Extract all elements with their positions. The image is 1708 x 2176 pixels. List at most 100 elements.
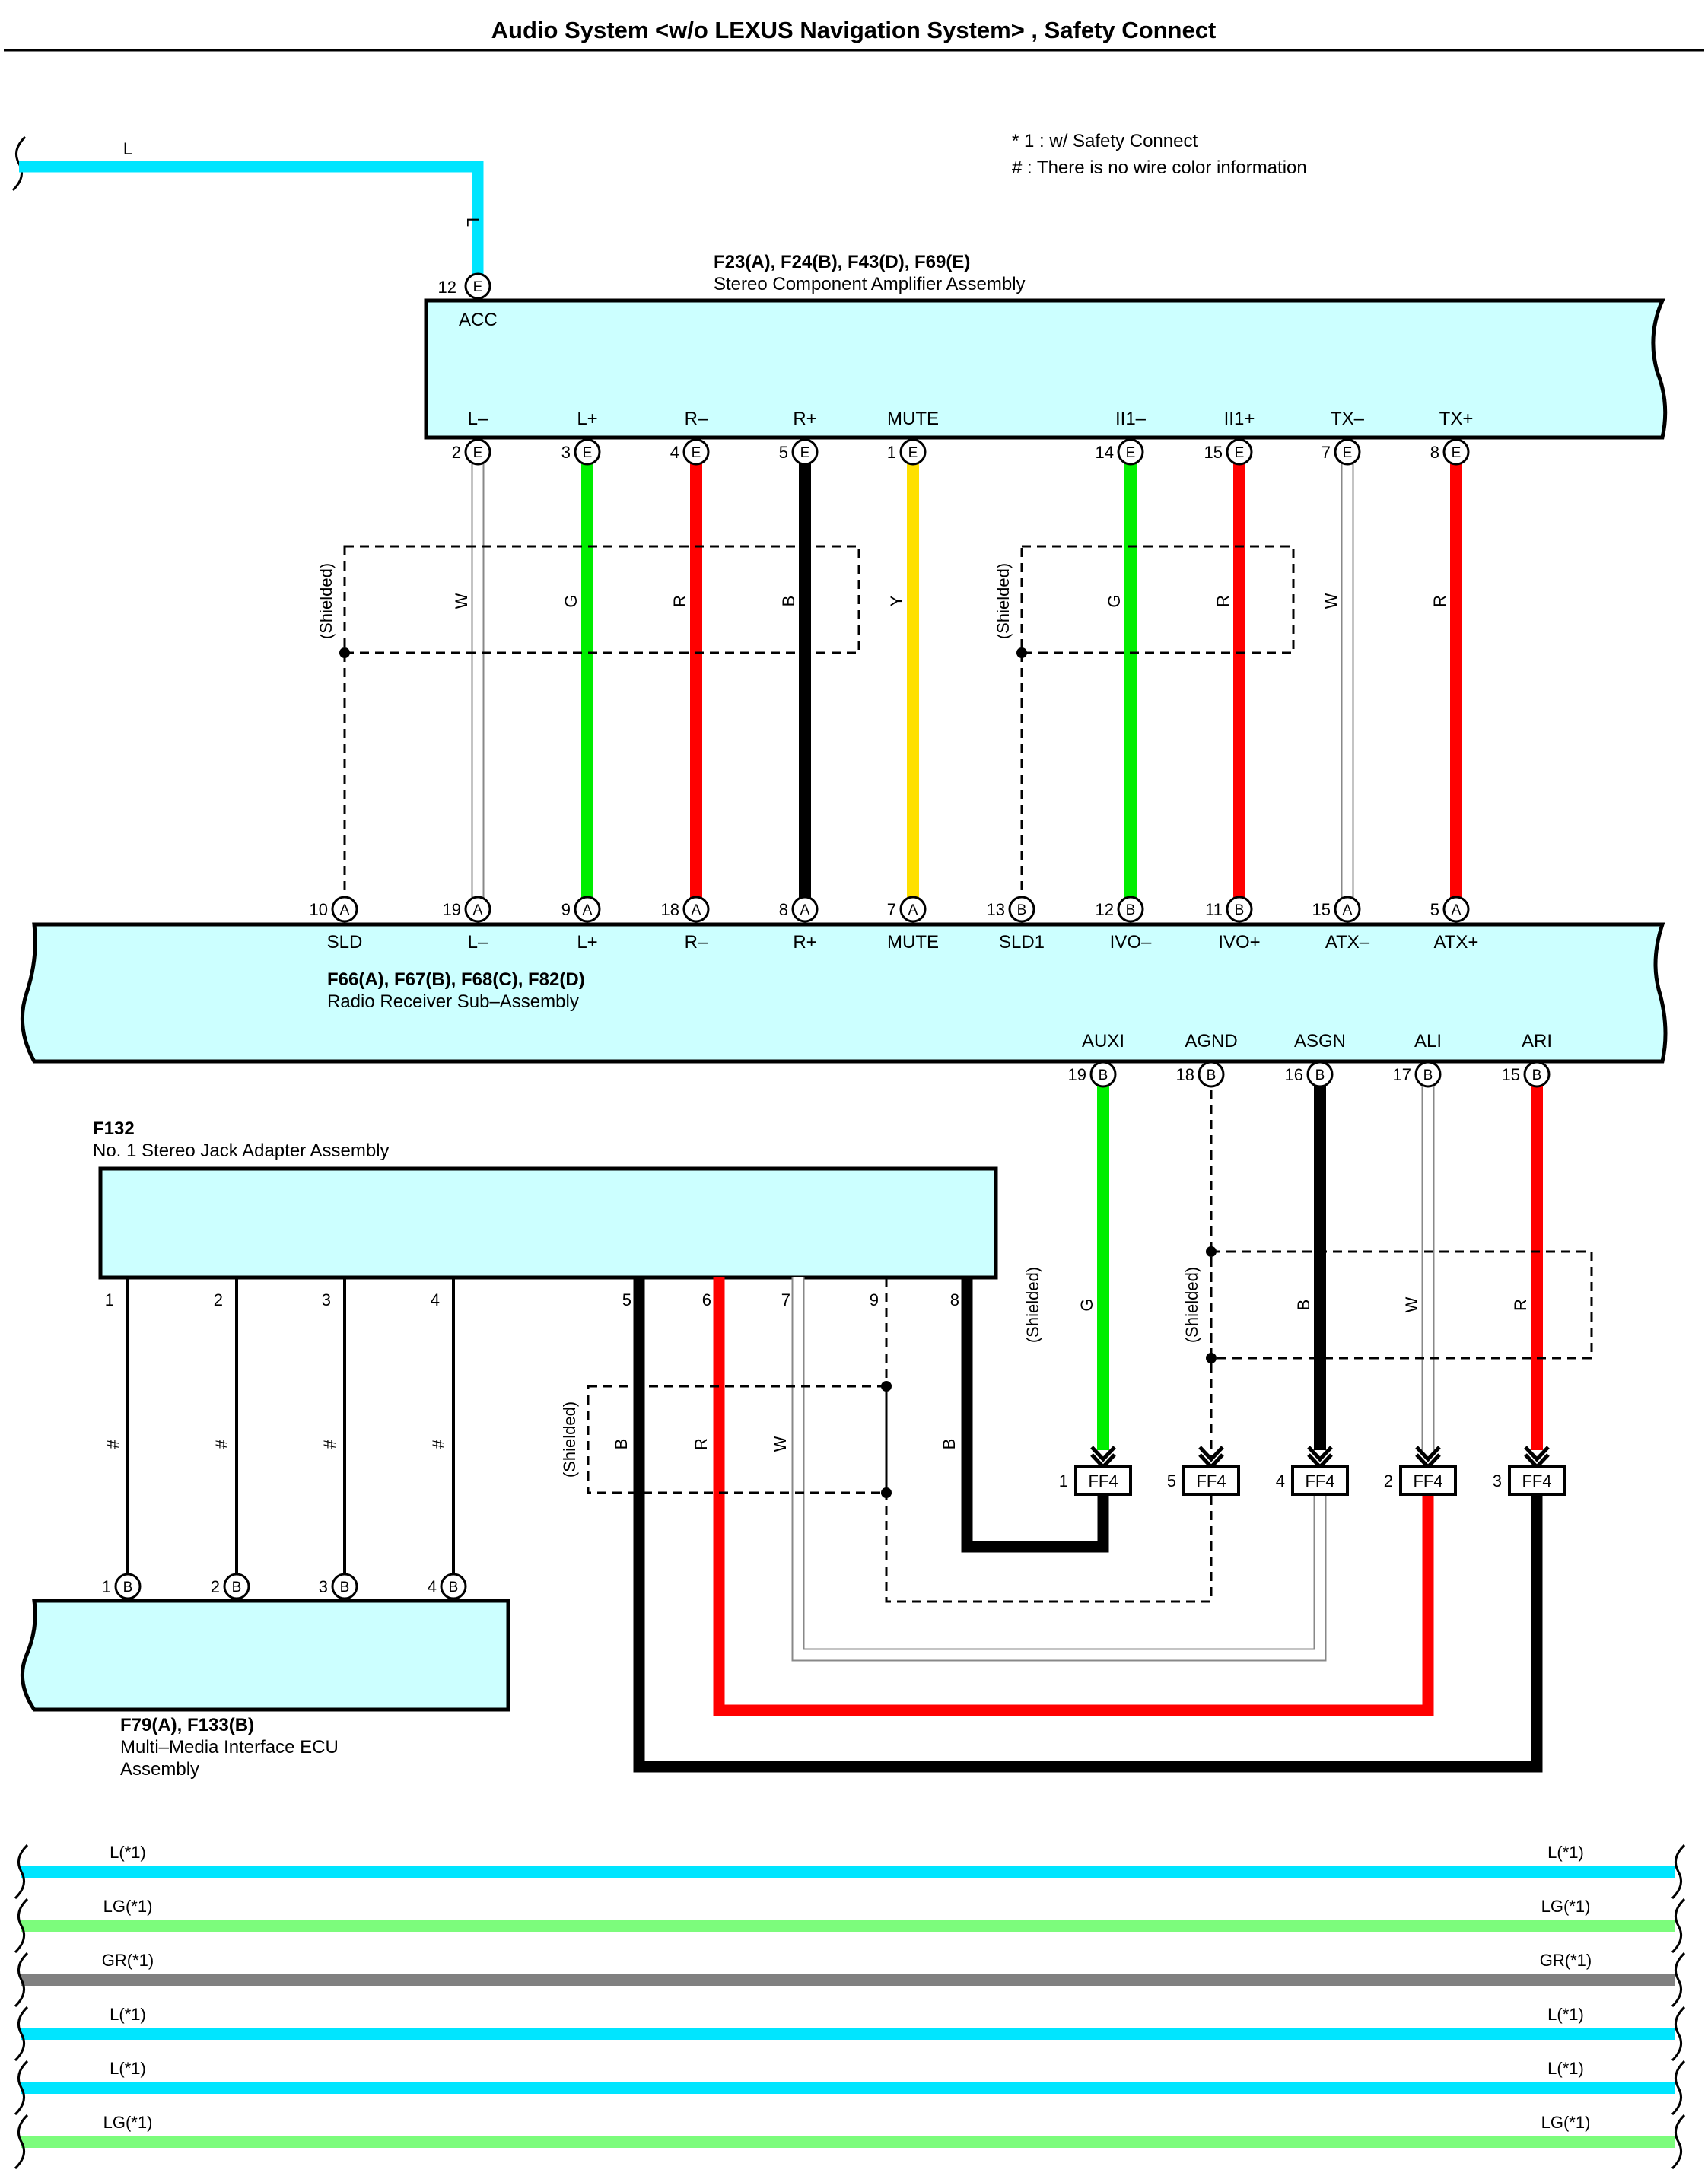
shield-label-1: (Shielded) [316, 563, 336, 639]
rcv-top-pin-circle-7-letter: B [1126, 902, 1136, 918]
rcv-bottom-pin-circle-2-letter: B [1315, 1067, 1325, 1083]
jack-left-pin-num-1: 2 [214, 1290, 223, 1309]
rcv-top-pin-num-10: 5 [1430, 900, 1439, 919]
shield-splice-4a [881, 1381, 892, 1392]
aux-chevron-a-1 [1198, 1446, 1224, 1462]
shield-box-2 [1020, 545, 1295, 654]
rcv-bottom-pin-circle-3-letter: B [1423, 1067, 1433, 1083]
rcv-bottom-pin-label-1: AGND [1185, 1031, 1237, 1051]
rcv-top-pin-label-4: R+ [793, 932, 816, 953]
ecu-name-line1: Multi–Media Interface ECU [120, 1737, 339, 1758]
rcv-top-pin-circle-6 [1008, 896, 1035, 923]
rcv-top-pin-num-8: 11 [1205, 900, 1223, 919]
aux-chevron-a-0 [1090, 1446, 1116, 1462]
rcv-top-pin-label-2: L+ [577, 932, 597, 953]
shield-splice-1 [339, 647, 350, 658]
amp-pin-circle-6-letter: E [1235, 445, 1245, 461]
shield-label-5: (Shielded) [560, 1401, 579, 1478]
amp-pin-circle-7 [1334, 438, 1361, 466]
jack-right-pin-num-1: 6 [702, 1290, 711, 1309]
bottom-wire-break-left-4 [14, 2060, 29, 2116]
rcv-top-pin-circle-6-letter: B [1017, 902, 1027, 918]
rcv-top-pin-circle-2 [574, 896, 601, 923]
jack-left-wire-label-0: # [103, 1439, 122, 1449]
ecu-pin-circle-2 [331, 1573, 358, 1600]
shield-box-1 [343, 545, 860, 654]
rcv-top-pin-label-6: SLD1 [999, 932, 1045, 953]
amp-pin-circle-8-letter: E [1452, 445, 1462, 461]
rcv-bottom-pin-num-4: 15 [1502, 1065, 1520, 1084]
shield-label-2: (Shielded) [994, 563, 1013, 639]
amp-pin-num-0: 2 [452, 443, 461, 462]
amp-pin-circle-0-letter: E [473, 445, 483, 461]
junction-ff4-num-3: 2 [1384, 1471, 1393, 1490]
aux-chevron-a-4 [1524, 1446, 1550, 1462]
junction-ff4-num-1: 5 [1167, 1471, 1176, 1490]
bottom-wire-label-left-5: LG(*1) [103, 2113, 153, 2132]
rcv-top-pin-circle-9 [1334, 896, 1361, 923]
rcv-top-pin-circle-0 [331, 896, 358, 923]
bottom-wire-label-left-4: L(*1) [110, 2059, 146, 2078]
junction-ff4-label-2: FF4 [1305, 1471, 1334, 1490]
amp-pin-label-1: L+ [577, 409, 597, 429]
ecu-pin-circle-3 [440, 1573, 467, 1600]
acc-wire [19, 161, 484, 286]
amp-pin-circle-6 [1226, 438, 1253, 466]
bottom-wire-break-left-0 [14, 1844, 29, 1900]
amp-pin-label-8: TX+ [1439, 409, 1474, 429]
rcv-bottom-pin-circle-0 [1089, 1061, 1117, 1088]
amp-pin-num-5: 14 [1096, 443, 1114, 462]
jack-wire-pin7-core [793, 1277, 1325, 1660]
rcv-bottom-pin-num-0: 19 [1068, 1065, 1086, 1084]
rcv-top-pin-circle-8 [1226, 896, 1253, 923]
bottom-wire-label-left-0: L(*1) [110, 1843, 146, 1862]
rcv-top-pin-circle-10 [1442, 896, 1470, 923]
rcv-bottom-pin-circle-4-letter: B [1532, 1067, 1542, 1083]
junction-ff4-box-2 [1291, 1465, 1349, 1496]
bottom-wire-label-right-4: L(*1) [1547, 2059, 1584, 2078]
jack-name: No. 1 Stereo Jack Adapter Assembly [93, 1140, 390, 1161]
rcv-bottom-pin-circle-4 [1523, 1061, 1551, 1088]
acc-wire-label-vertical: L [463, 218, 482, 227]
jack-code: F132 [93, 1118, 135, 1139]
jack-wire-pin5 [633, 1277, 1543, 1773]
junction-ff4-label-3: FF4 [1413, 1471, 1442, 1490]
shield-splice-4b [881, 1487, 892, 1498]
rcv-bottom-pin-circle-3 [1414, 1061, 1442, 1088]
rcv-bottom-pin-num-1: 18 [1176, 1065, 1194, 1084]
note-safety-connect: * 1 : w/ Safety Connect [1012, 131, 1198, 151]
rcv-bottom-pin-num-2: 16 [1285, 1065, 1303, 1084]
ecu-pin-num-3: 4 [428, 1577, 437, 1596]
amp-wire-label-5: G [1105, 594, 1124, 607]
acc-wire-label-top: L [123, 139, 132, 158]
ecu-pin-circle-1 [223, 1573, 250, 1600]
bottom-wire-break-left-1 [14, 1898, 29, 1954]
rcv-top-pin-circle-2-letter: A [583, 902, 593, 918]
bottom-wire-break-right-4 [1671, 2060, 1686, 2116]
bottom-wire-label-right-2: GR(*1) [1540, 1951, 1592, 1970]
jack-right-wire-label-2: W [771, 1436, 790, 1452]
amplifier-box [424, 298, 1668, 440]
jack-left-wire-label-1: # [212, 1439, 231, 1449]
page-title: Audio System <w/o LEXUS Navigation Syste… [491, 17, 1217, 43]
bottom-wire-label-left-2: GR(*1) [102, 1951, 154, 1970]
amp-wire-label-0: W [452, 593, 471, 609]
rcv-top-pin-num-4: 8 [779, 900, 788, 919]
amp-wire-label-8: R [1430, 595, 1449, 607]
ecu-pin-circle-0-letter: B [123, 1580, 133, 1595]
amp-pin-num-2: 4 [670, 443, 679, 462]
rcv-bottom-pin-label-2: ASGN [1294, 1031, 1346, 1051]
rcv-top-pin-num-1: 19 [443, 900, 461, 919]
amp-wire-label-1: G [561, 594, 580, 607]
junction-ff4-label-4: FF4 [1522, 1471, 1551, 1490]
amp-pin-label-3: R+ [793, 409, 816, 429]
bottom-wire-break-right-3 [1671, 2006, 1686, 2062]
jack-left-wire-label-2: # [320, 1439, 339, 1449]
rcv-top-pin-label-10: ATX+ [1434, 932, 1479, 953]
amp-pin-circle-3 [791, 438, 819, 466]
rcv-top-pin-num-7: 12 [1096, 900, 1114, 919]
ecu-pin-num-0: 1 [102, 1577, 111, 1596]
aux-chevron-a-2 [1307, 1446, 1333, 1462]
rcv-bottom-pin-label-0: AUXI [1082, 1031, 1124, 1051]
